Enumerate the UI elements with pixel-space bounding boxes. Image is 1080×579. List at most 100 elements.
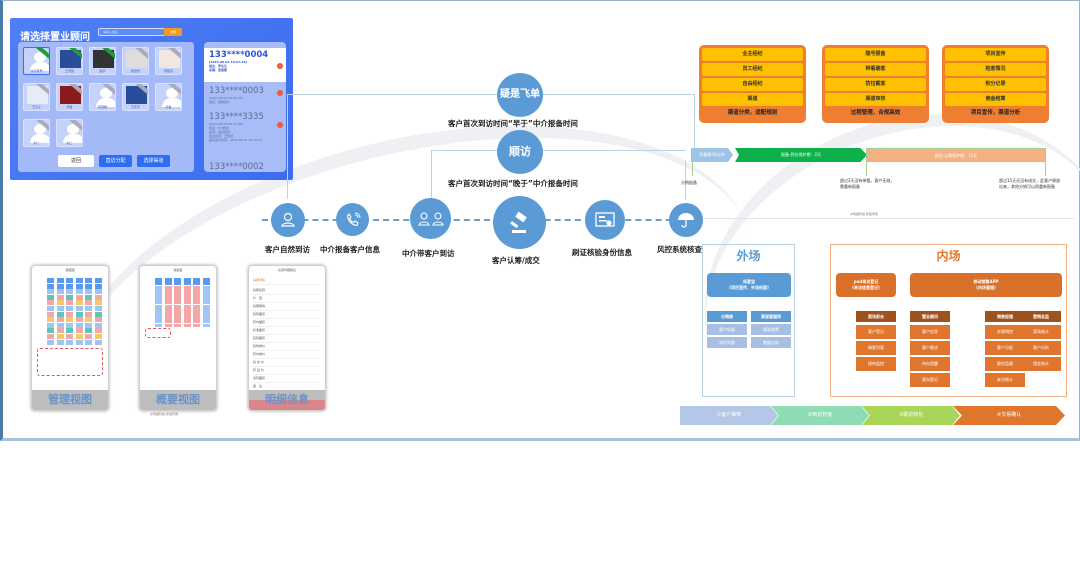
advisor-card[interactable]: 王智慧: [56, 47, 83, 75]
unit-cell[interactable]: [66, 311, 73, 317]
unit-cell[interactable]: [155, 304, 162, 309]
unit-cell[interactable]: [66, 289, 73, 295]
unit-cell[interactable]: [202, 304, 210, 309]
unit-cell[interactable]: [174, 278, 181, 282]
unit-cell[interactable]: [56, 294, 64, 300]
unit-cell[interactable]: [164, 319, 172, 324]
unit-cell[interactable]: [47, 306, 54, 311]
unit-cell[interactable]: [85, 317, 92, 323]
unit-cell[interactable]: [193, 278, 200, 282]
unit-cell[interactable]: [164, 304, 172, 309]
unit-cell[interactable]: [85, 289, 92, 295]
unit-cell[interactable]: [164, 300, 172, 305]
unit-cell[interactable]: [164, 285, 172, 290]
unit-cell[interactable]: [75, 294, 83, 300]
unit-cell[interactable]: [164, 289, 172, 293]
advisor-card[interactable]: 赵宇: [89, 47, 116, 75]
unit-cell[interactable]: [66, 278, 73, 283]
unit-cell[interactable]: [56, 283, 64, 289]
unit-cell[interactable]: [85, 300, 92, 306]
unit-cell[interactable]: [94, 283, 102, 289]
visitor-item[interactable]: 133****0002: [204, 160, 286, 172]
unit-cell[interactable]: [164, 308, 172, 312]
unit-cell[interactable]: [164, 293, 172, 297]
unit-cell[interactable]: [75, 311, 83, 317]
unit-cell[interactable]: [193, 312, 200, 316]
unit-cell[interactable]: [56, 317, 64, 323]
unit-cell[interactable]: [155, 293, 162, 297]
unit-cell[interactable]: [164, 281, 172, 286]
unit-cell[interactable]: [75, 334, 83, 339]
unit-cell[interactable]: [174, 300, 181, 305]
unit-cell[interactable]: [193, 323, 200, 328]
unit-cell[interactable]: [155, 308, 162, 312]
unit-cell[interactable]: [75, 300, 83, 306]
unit-cell[interactable]: [174, 289, 181, 293]
unit-cell[interactable]: [202, 323, 210, 328]
unit-cell[interactable]: [164, 312, 172, 316]
unit-cell[interactable]: [174, 304, 181, 309]
unit-cell[interactable]: [155, 319, 162, 324]
unit-cell[interactable]: [183, 293, 191, 297]
unit-cell[interactable]: [164, 323, 172, 328]
advisor-card[interactable]: 张欣然: [122, 47, 149, 75]
unit-cell[interactable]: [183, 319, 191, 324]
unit-cell[interactable]: [202, 278, 210, 282]
unit-cell[interactable]: [155, 285, 162, 290]
unit-cell[interactable]: [47, 294, 54, 300]
unit-cell[interactable]: [193, 289, 200, 293]
unit-cell[interactable]: [202, 312, 210, 316]
unit-cell[interactable]: [85, 322, 92, 328]
unit-cell[interactable]: [183, 304, 191, 309]
unit-cell[interactable]: [56, 289, 64, 295]
unit-cell[interactable]: [75, 306, 83, 311]
unit-cell[interactable]: [66, 334, 73, 339]
unit-cell[interactable]: [85, 339, 92, 345]
unit-cell[interactable]: [66, 328, 73, 334]
unit-cell[interactable]: [202, 285, 210, 290]
unit-cell[interactable]: [174, 285, 181, 290]
unit-cell[interactable]: [183, 297, 191, 301]
unit-cell[interactable]: [94, 300, 102, 306]
advisor-card[interactable]: 周建东: [155, 47, 182, 75]
unit-cell[interactable]: [202, 289, 210, 293]
unit-cell[interactable]: [66, 300, 73, 306]
remove-icon[interactable]: [277, 63, 283, 69]
unit-cell[interactable]: [183, 323, 191, 328]
unit-cell[interactable]: [75, 317, 83, 323]
unit-cell[interactable]: [75, 289, 83, 295]
unit-cell[interactable]: [47, 289, 54, 295]
advisor-card[interactable]: 演示账号: [23, 47, 50, 75]
unit-cell[interactable]: [164, 278, 172, 282]
advisor-card[interactable]: 周俊: [56, 83, 83, 111]
unit-cell[interactable]: [193, 308, 200, 312]
unit-cell[interactable]: [193, 304, 200, 309]
unit-cell[interactable]: [85, 294, 92, 300]
unit-cell[interactable]: [193, 316, 200, 320]
unit-cell[interactable]: [94, 311, 102, 317]
unit-cell[interactable]: [66, 294, 73, 300]
unit-cell[interactable]: [47, 334, 54, 339]
select-channel-button[interactable]: 选择渠道: [137, 155, 170, 167]
remove-icon[interactable]: [277, 90, 283, 96]
unit-cell[interactable]: [155, 297, 162, 301]
visitor-item[interactable]: 133****3335 [2023-08-03 09:34:08] 姓名：8-3…: [204, 110, 286, 158]
unit-cell[interactable]: [56, 322, 64, 328]
unit-cell[interactable]: [174, 281, 181, 286]
unit-cell[interactable]: [183, 308, 191, 312]
unit-cell[interactable]: [85, 278, 92, 283]
unit-cell[interactable]: [174, 293, 181, 297]
visitor-item[interactable]: 133****0003 [2023-08-03 09:40:26] 姓名：微信用…: [204, 84, 286, 110]
unit-cell[interactable]: [94, 294, 102, 300]
unit-cell[interactable]: [85, 306, 92, 311]
unit-cell[interactable]: [75, 278, 83, 283]
unit-cell[interactable]: [56, 328, 64, 334]
unit-cell[interactable]: [164, 316, 172, 320]
advisor-search-input[interactable]: 请输入姓名: [98, 28, 170, 36]
unit-cell[interactable]: [56, 278, 64, 283]
unit-cell[interactable]: [155, 316, 162, 320]
unit-cell[interactable]: [47, 311, 54, 317]
unit-cell[interactable]: [56, 300, 64, 306]
unit-cell[interactable]: [193, 319, 200, 324]
unit-cell[interactable]: [193, 297, 200, 301]
